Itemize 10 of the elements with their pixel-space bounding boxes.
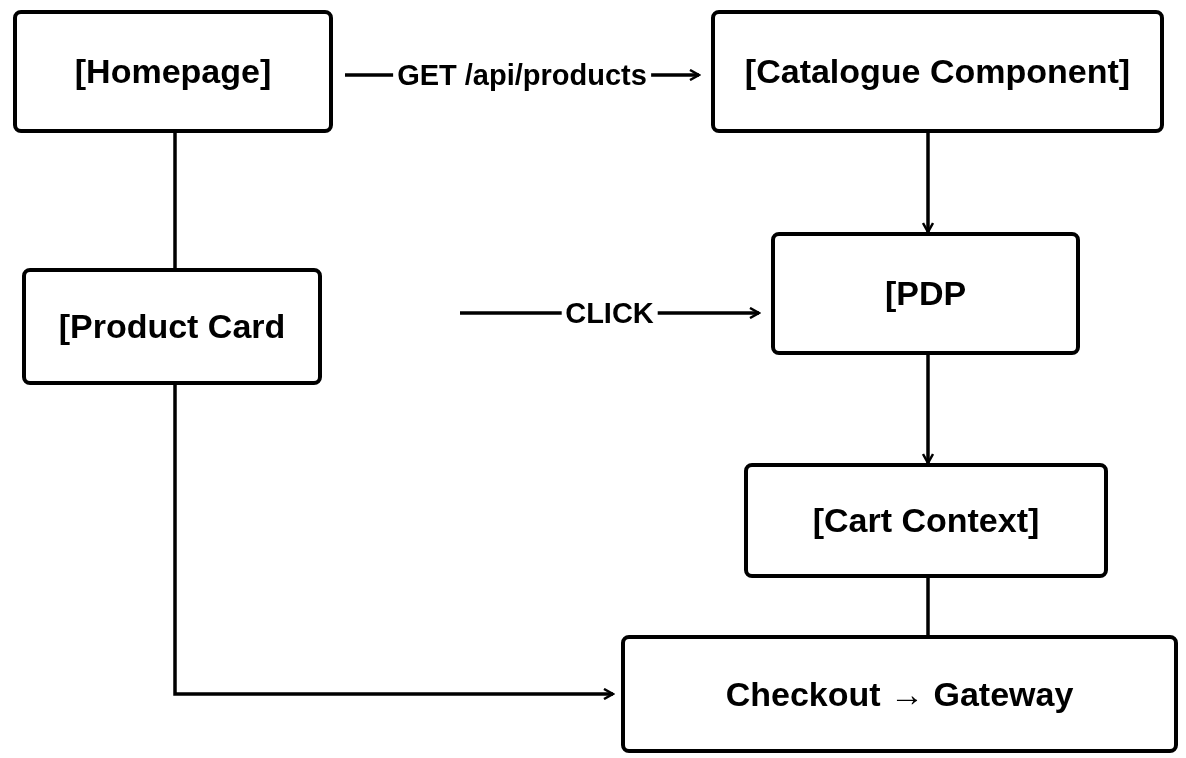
process-box: Checkout → Gateway xyxy=(621,635,1178,753)
arrow xyxy=(921,355,935,465)
process-box: [Homepage] xyxy=(13,10,333,133)
process-box: [PDP xyxy=(771,232,1080,355)
process-box: [Cart Context] xyxy=(744,463,1108,578)
process-box: [Catalogue Component] xyxy=(711,10,1164,133)
arrow xyxy=(173,385,615,701)
arrow xyxy=(921,133,935,234)
process-box: [Product Card xyxy=(22,268,322,385)
edge-label: GET /api/products xyxy=(393,60,651,90)
